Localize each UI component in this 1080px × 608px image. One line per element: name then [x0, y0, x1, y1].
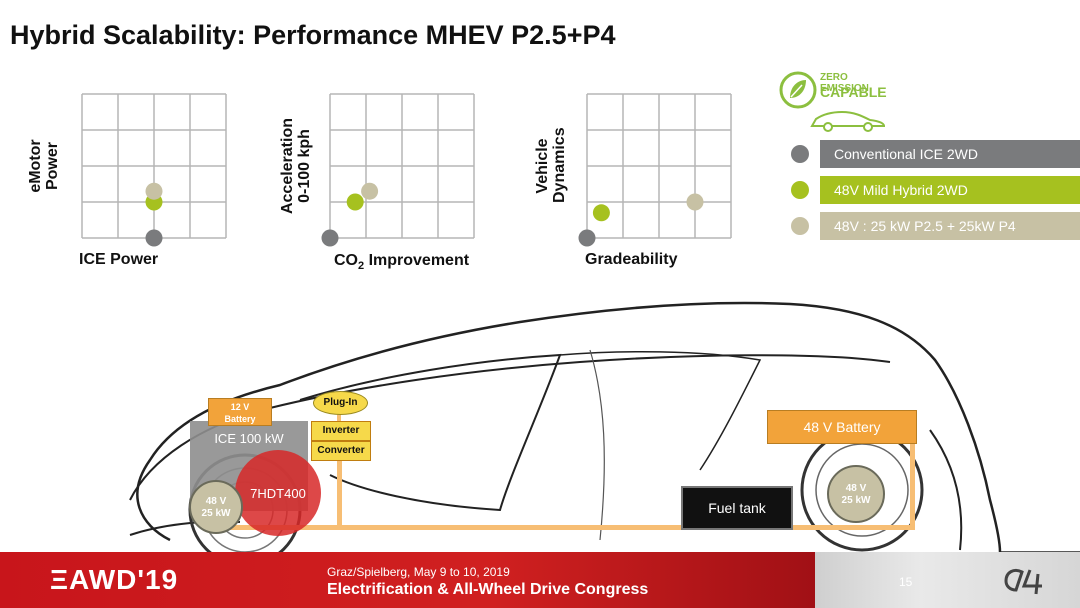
data-point-p25-p4	[361, 182, 379, 200]
chart1-xlabel: ICE Power	[79, 251, 159, 268]
chart1-ylabel: eMotor Power	[27, 139, 61, 193]
footer-right-panel	[815, 552, 1080, 608]
converter-box: Converter	[311, 441, 371, 461]
data-point-conventional	[321, 229, 339, 247]
transmission-label: 7HDT400	[250, 486, 306, 501]
car-outline	[129, 301, 1080, 552]
congress-logo-icon	[1004, 568, 1042, 595]
ice-label: ICE 100 kW	[214, 431, 284, 446]
battery-48v-box: 48 V Battery	[767, 410, 917, 444]
badge-line1: ZERO EMISSION	[820, 72, 869, 94]
zero-emission-badge: ZERO EMISSION CAPABLE	[778, 68, 898, 134]
page-number: 15	[899, 575, 913, 589]
footer-event: Electrification & All-Wheel Drive Congre…	[327, 581, 649, 598]
data-point-mild-hybrid	[346, 193, 364, 211]
legend-dot-mild-hybrid	[791, 181, 809, 199]
badge-line2: CAPABLE	[820, 84, 887, 100]
legend-dot-conventional	[791, 145, 809, 163]
car-icon	[810, 110, 886, 132]
plugin-ellipse: Plug-In	[313, 391, 368, 415]
wiring-left-vertical	[337, 460, 342, 530]
legend-item-conventional: Conventional ICE 2WD	[820, 140, 1080, 168]
legend-item-p25-p4: 48V : 25 kW P2.5 + 25kW P4	[820, 212, 1080, 240]
battery-12v-box: 12 V Battery	[208, 398, 272, 426]
transmission-circle: 7HDT400	[235, 450, 321, 536]
wiring-plugin	[337, 410, 341, 422]
footer-location: Graz/Spielberg, May 9 to 10, 2019	[327, 565, 510, 579]
legend-item-mild-hybrid: 48V Mild Hybrid 2WD	[820, 176, 1080, 204]
chart3-plot	[578, 93, 732, 247]
rear-motor-circle: 48 V 25 kW	[827, 465, 885, 523]
inverter-box: Inverter	[311, 421, 371, 441]
chart3-xlabel: Gradeability	[585, 251, 678, 268]
chart2-xlabel: CO2 Improvement	[334, 252, 470, 273]
data-point-conventional	[145, 229, 163, 247]
front-motor-circle: 48 V 25 kW	[189, 480, 243, 534]
fuel-tank-box: Fuel tank	[681, 486, 793, 530]
slide-title: Hybrid Scalability: Performance MHEV P2.…	[10, 20, 616, 50]
chart1-plot	[81, 93, 227, 247]
data-point-p25-p4	[686, 193, 704, 211]
data-point-p25-p4	[145, 182, 163, 200]
wiring-lower	[215, 525, 915, 530]
chart2-ylabel: Acceleration 0-100 kph	[279, 117, 313, 215]
data-point-conventional	[578, 229, 596, 247]
footer-bar	[0, 552, 820, 608]
data-point-mild-hybrid	[592, 204, 610, 222]
legend-dot-p25-p4	[791, 217, 809, 235]
chart3-ylabel: Vehicle Dynamics	[534, 127, 568, 203]
footer-logo: ΞAWD'19	[50, 564, 179, 595]
chart2-plot	[321, 93, 475, 247]
leaf-icon	[779, 71, 817, 109]
wiring-right-vertical	[910, 440, 915, 530]
